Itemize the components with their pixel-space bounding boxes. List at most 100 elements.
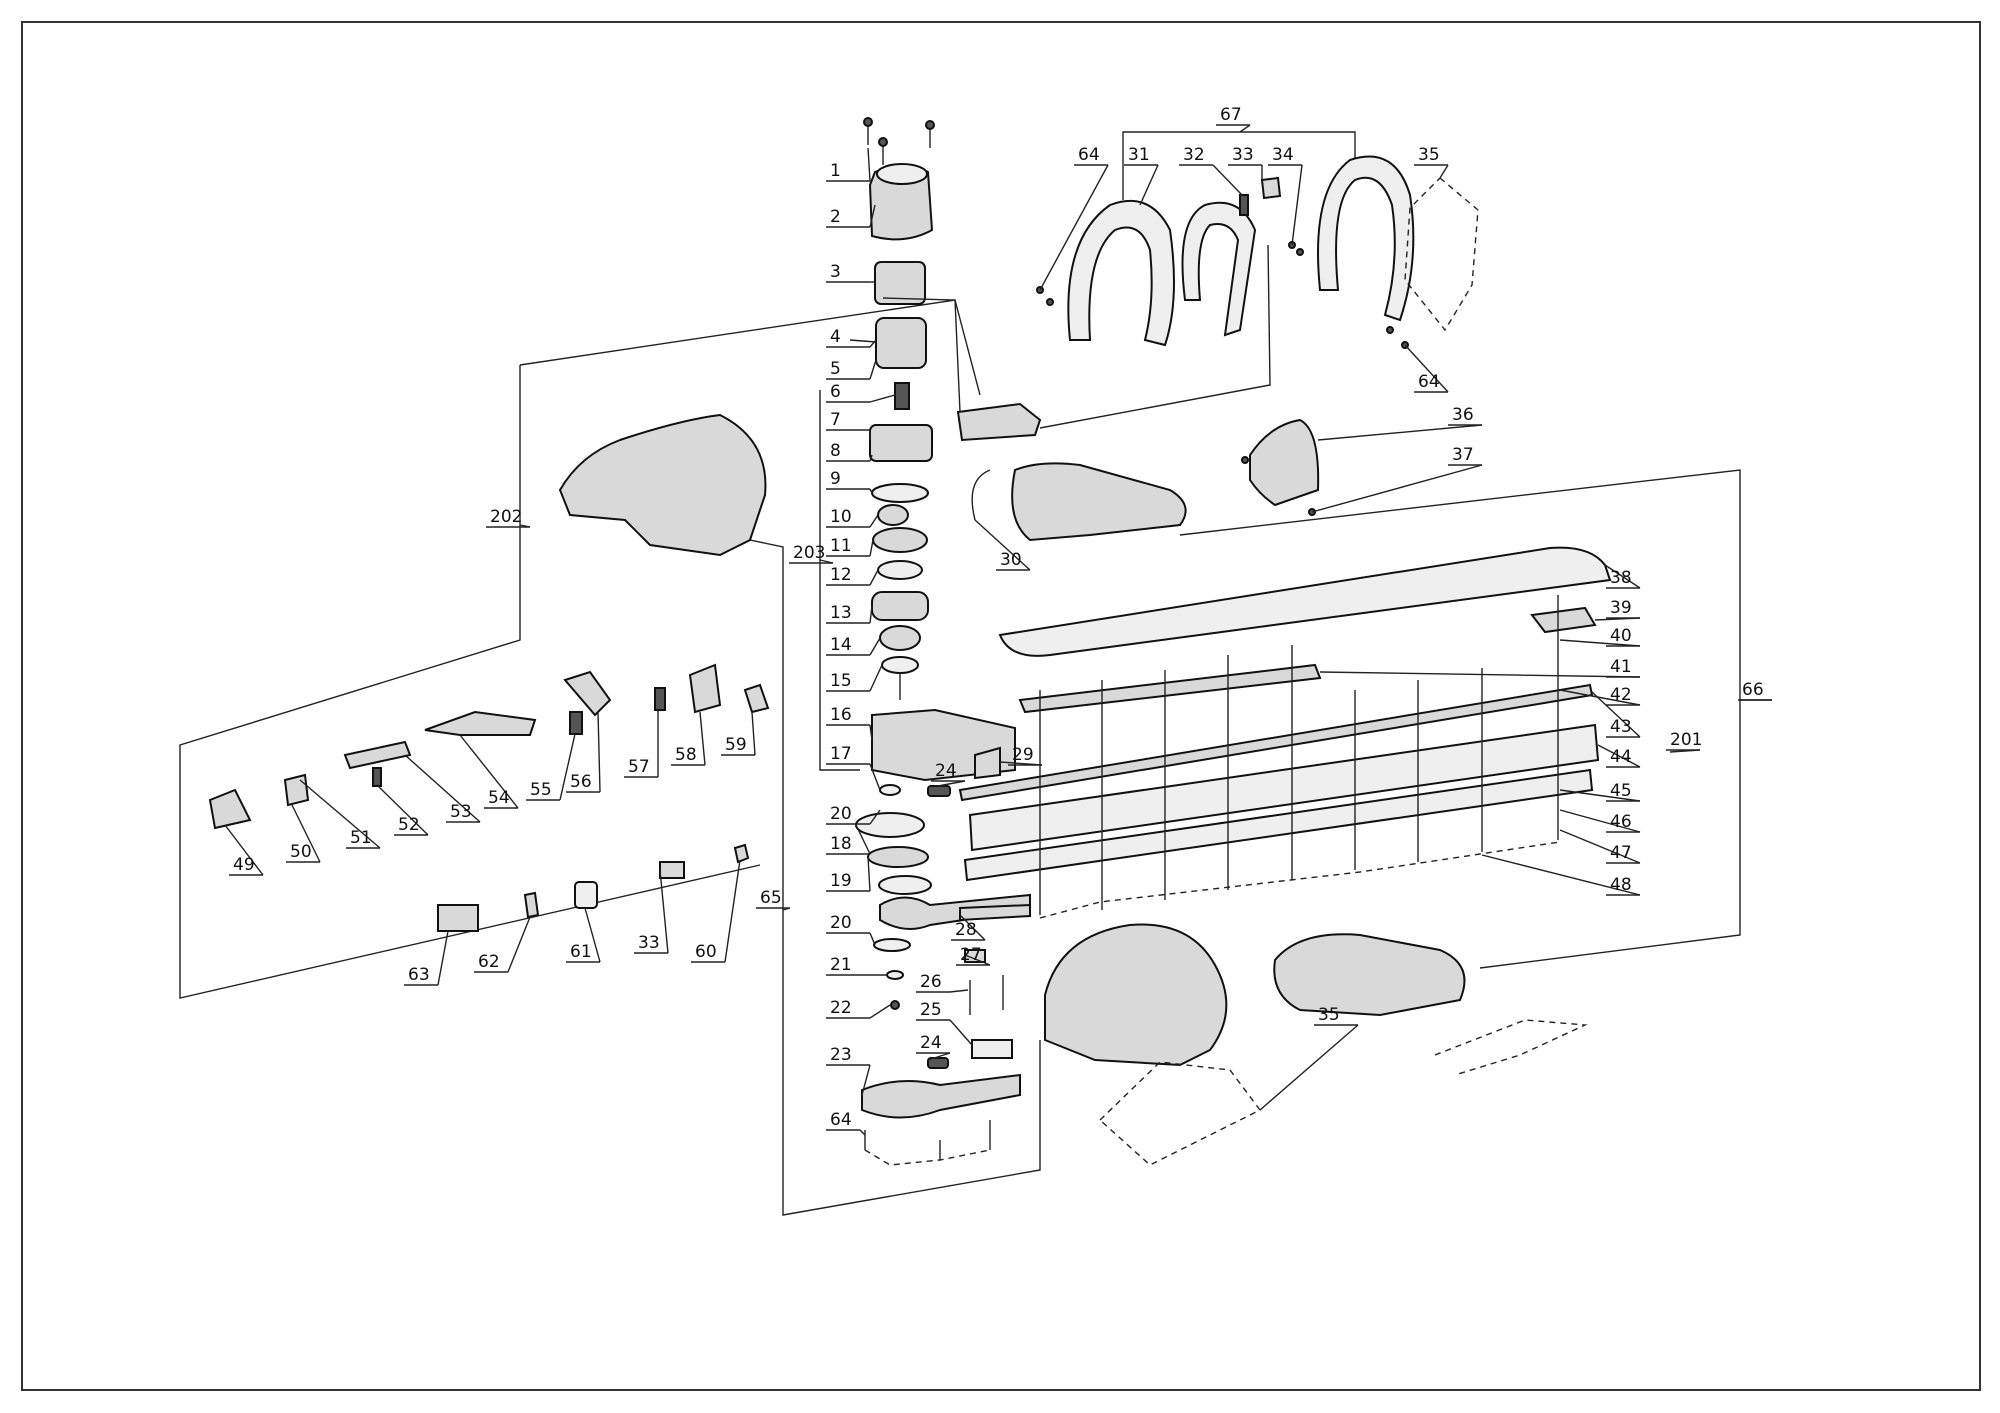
callout-p24b: 24 [916, 1033, 951, 1061]
screw-icon [863, 117, 873, 127]
callout-p27: 27 [956, 945, 991, 966]
part-number-label: 62 [478, 952, 500, 972]
callout-p39: 39 [1594, 598, 1641, 621]
part-number-label: 29 [1012, 745, 1034, 765]
part-number-label: 9 [830, 469, 841, 489]
part-number-label: 19 [830, 871, 852, 891]
callout-p54: 54 [459, 734, 519, 809]
part-49 [208, 788, 252, 830]
callout-p33b: 33 [634, 869, 669, 954]
callout-p1: 1 [826, 147, 871, 182]
part-number-label: 27 [960, 945, 982, 965]
part-number-label: 14 [830, 635, 852, 655]
part-number-label: 40 [1610, 626, 1632, 646]
part-number-label: 37 [1452, 445, 1474, 465]
drawing-frame [21, 21, 1981, 1391]
block-part-25 [971, 1039, 1013, 1059]
part-number-label: 32 [1183, 145, 1205, 165]
part-number-label: 52 [398, 815, 420, 835]
callout-p8: 8 [826, 441, 873, 462]
callout-p25: 25 [916, 1000, 973, 1046]
part-number-label: 59 [725, 735, 747, 755]
callout-p47: 47 [1559, 829, 1641, 864]
screw-icon [925, 120, 935, 130]
switch-part-33 [1260, 176, 1282, 200]
callout-p31: 31 [1124, 145, 1159, 206]
rear-handle-frame-part [1317, 155, 1415, 322]
part-number-label: 61 [570, 942, 592, 962]
callout-p60: 60 [691, 859, 741, 963]
wire-part-30 [971, 469, 991, 521]
callout-p53: 53 [404, 754, 481, 823]
callout-p48: 48 [1481, 854, 1641, 896]
callout-p51: 51 [299, 779, 381, 849]
callout-p3: 3 [826, 262, 875, 283]
spring-part-57 [654, 687, 666, 711]
part-number-label: 47 [1610, 843, 1632, 863]
part-number-label: 57 [628, 757, 650, 777]
callout-p57: 57 [624, 710, 659, 778]
part-number-label: 64 [830, 1110, 852, 1130]
callout-p59: 59 [721, 711, 756, 756]
crank-washer-part [855, 812, 925, 838]
callout-p17: 17 [826, 744, 881, 791]
part-number-label: 16 [830, 705, 852, 725]
callout-p4: 4 [826, 327, 877, 348]
part-number-label: 49 [233, 855, 255, 875]
part-number-label: 36 [1452, 405, 1474, 425]
part-number-label: 4 [830, 327, 841, 347]
screw-pattern-35-left [1099, 1061, 1262, 1166]
motor-sleeve-part [874, 261, 926, 305]
part-number-label: 55 [530, 780, 552, 800]
group-outline-202-left [179, 365, 761, 999]
callout-p20b: 20 [826, 913, 876, 946]
callout-p26: 26 [916, 972, 969, 993]
callout-p56: 56 [566, 711, 601, 793]
part-number-label: 46 [1610, 812, 1632, 832]
lever-part-56 [563, 670, 612, 717]
part-number-label: 25 [920, 1000, 942, 1020]
switch-part-33b [659, 861, 685, 879]
part-number-label: 43 [1610, 717, 1632, 737]
part-number-label: 22 [830, 998, 852, 1018]
pad-part-24 [927, 785, 951, 797]
callout-p58: 58 [671, 711, 706, 766]
callout-p62: 62 [474, 916, 531, 973]
part-number-label: 24 [935, 761, 957, 781]
part-number-label: 66 [1742, 680, 1764, 700]
callout-p37: 37 [1311, 445, 1483, 513]
part-number-label: 26 [920, 972, 942, 992]
screw-pattern-35-top [1404, 177, 1479, 332]
callout-p67: 67 [1216, 105, 1251, 133]
part-number-label: 8 [830, 441, 841, 461]
spring-part-55 [569, 711, 583, 735]
group-outline-65 [749, 539, 1041, 1216]
blade-bar-part-42 [958, 683, 1594, 802]
part-number-label: 12 [830, 565, 852, 585]
part-number-label: 33 [638, 933, 660, 953]
part-number-label: 48 [1610, 875, 1632, 895]
spring-part-52 [372, 767, 382, 787]
callout-p55: 55 [526, 733, 576, 801]
part-number-label: 39 [1610, 598, 1632, 618]
part-number-label: 45 [1610, 781, 1632, 801]
callout-p32: 32 [1179, 145, 1243, 196]
part-number-label: 31 [1128, 145, 1150, 165]
part-number-label: 63 [408, 965, 430, 985]
callout-p33a: 33 [1228, 145, 1263, 180]
block-part-27 [964, 949, 986, 963]
callout-p41: 41 [1319, 657, 1641, 678]
upper-bar-part-41 [1018, 663, 1322, 714]
clip-part-39 [1530, 606, 1597, 634]
part-number-label: 23 [830, 1045, 852, 1065]
part-61 [574, 881, 598, 909]
part-number-label: 35 [1418, 145, 1440, 165]
callout-p44: 44 [1597, 744, 1641, 768]
callout-p38: 38 [1604, 564, 1641, 589]
blade-guard-part-38 [998, 546, 1612, 657]
housing-half-part-66 [1273, 933, 1466, 1017]
group-outline-67 [1122, 131, 1356, 200]
part-62 [523, 891, 540, 919]
handle-guard-part [1181, 201, 1257, 337]
screw-pattern-35-right [1434, 1019, 1588, 1076]
